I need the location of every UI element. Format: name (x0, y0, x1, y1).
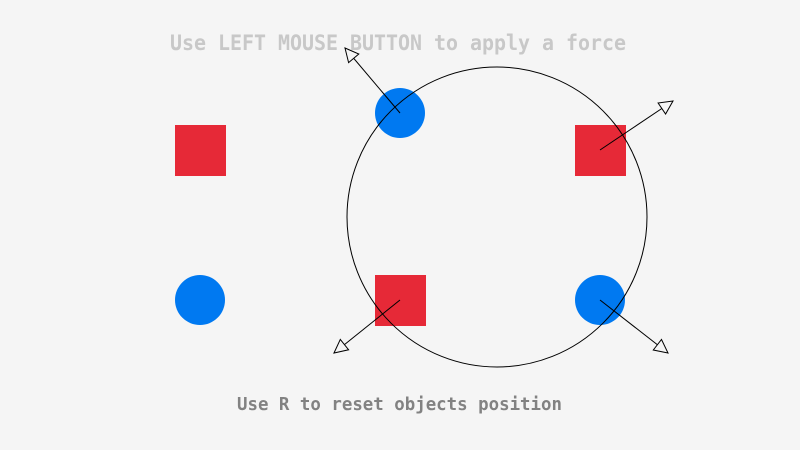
force-arrow-top-left-head-icon (344, 47, 360, 64)
boundary-circle (346, 66, 648, 368)
red-square-bottom-middle[interactable] (375, 275, 426, 326)
red-square-left[interactable] (175, 125, 226, 176)
instruction-bottom-text: Use R to reset objects position (237, 395, 562, 415)
instruction-top-text: Use LEFT MOUSE BUTTON to apply a force (170, 31, 626, 55)
force-arrow-top-left-line (344, 47, 401, 114)
force-arrow-top-right-head-icon (657, 100, 674, 115)
force-arrow-bottom-left-head-icon (333, 338, 350, 354)
blue-circle-left[interactable] (175, 275, 225, 325)
scene-layer (175, 47, 674, 368)
red-square-right[interactable] (575, 125, 626, 176)
force-arrow-bottom-left-line (333, 299, 401, 354)
force-arrow-bottom-right-head-icon (652, 338, 669, 354)
force-arrow-top-right-line (599, 100, 674, 151)
force-arrow-bottom-right-line (599, 299, 669, 354)
